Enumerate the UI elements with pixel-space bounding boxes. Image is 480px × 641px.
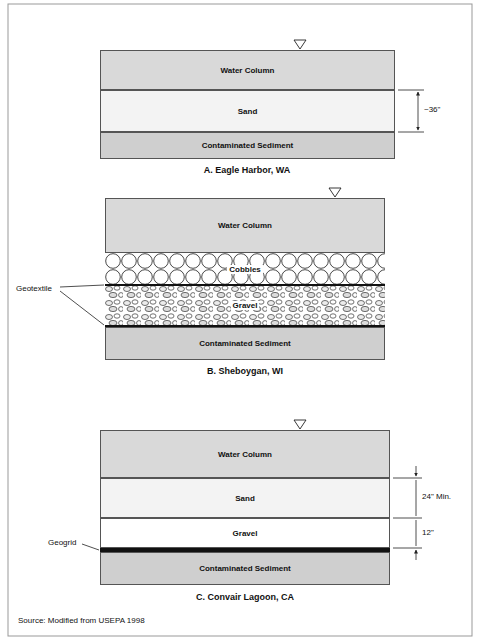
gravel-fill: [105, 285, 385, 326]
sediment-layer: Gravel: [105, 285, 385, 326]
sediment-layer: Sand: [100, 90, 395, 132]
annotation-label: Geotextile: [16, 284, 52, 293]
dimension-line: [398, 90, 424, 132]
panel-caption: B. Sheboygan, WI: [207, 366, 283, 376]
layer-name: Water Column: [219, 66, 277, 75]
leader-line: [82, 544, 99, 550]
annotation-label: 12": [422, 528, 434, 537]
sediment-layer: Contaminated Sediment: [105, 327, 385, 360]
sediment-layer: Contaminated Sediment: [100, 132, 395, 159]
layer-name: Sand: [236, 107, 260, 116]
cobble-fill: [105, 253, 385, 285]
sediment-layer: Water Column: [100, 430, 390, 478]
sediment-layer: Sand: [100, 478, 390, 518]
layer-name: Gravel: [231, 301, 260, 310]
figure-frame: [8, 4, 472, 636]
annotation-label: Geogrid: [48, 538, 76, 547]
layer-name: Water Column: [216, 221, 274, 230]
leader-line: [60, 285, 104, 325]
geotextile-line: [105, 285, 385, 326]
layer-name: Contaminated Sediment: [197, 339, 293, 348]
layer-name: Contaminated Sediment: [197, 564, 293, 573]
sediment-layer: Contaminated Sediment: [100, 552, 390, 585]
sediment-layer: Water Column: [105, 198, 385, 253]
sediment-layer: Water Column: [100, 50, 395, 90]
sediment-layer: Cobbles: [105, 253, 385, 285]
annotation-label: ~36": [424, 105, 440, 114]
layer-name: Contaminated Sediment: [200, 141, 296, 150]
panel-caption: A. Eagle Harbor, WA: [204, 165, 291, 175]
layer-name: Sand: [233, 494, 257, 503]
panel-caption: C. Convair Lagoon, CA: [196, 592, 294, 602]
annotation-label: 24" Min.: [422, 492, 451, 501]
annotation-label: Source: Modified from USEPA 1998: [18, 616, 145, 625]
sediment-layer: Gravel: [100, 518, 390, 548]
layer-name: Cobbles: [227, 265, 263, 274]
water-surface-symbol: [329, 188, 341, 197]
dimension-line: [393, 466, 422, 560]
layer-name: Water Column: [216, 450, 274, 459]
layer-name: Gravel: [231, 529, 260, 538]
